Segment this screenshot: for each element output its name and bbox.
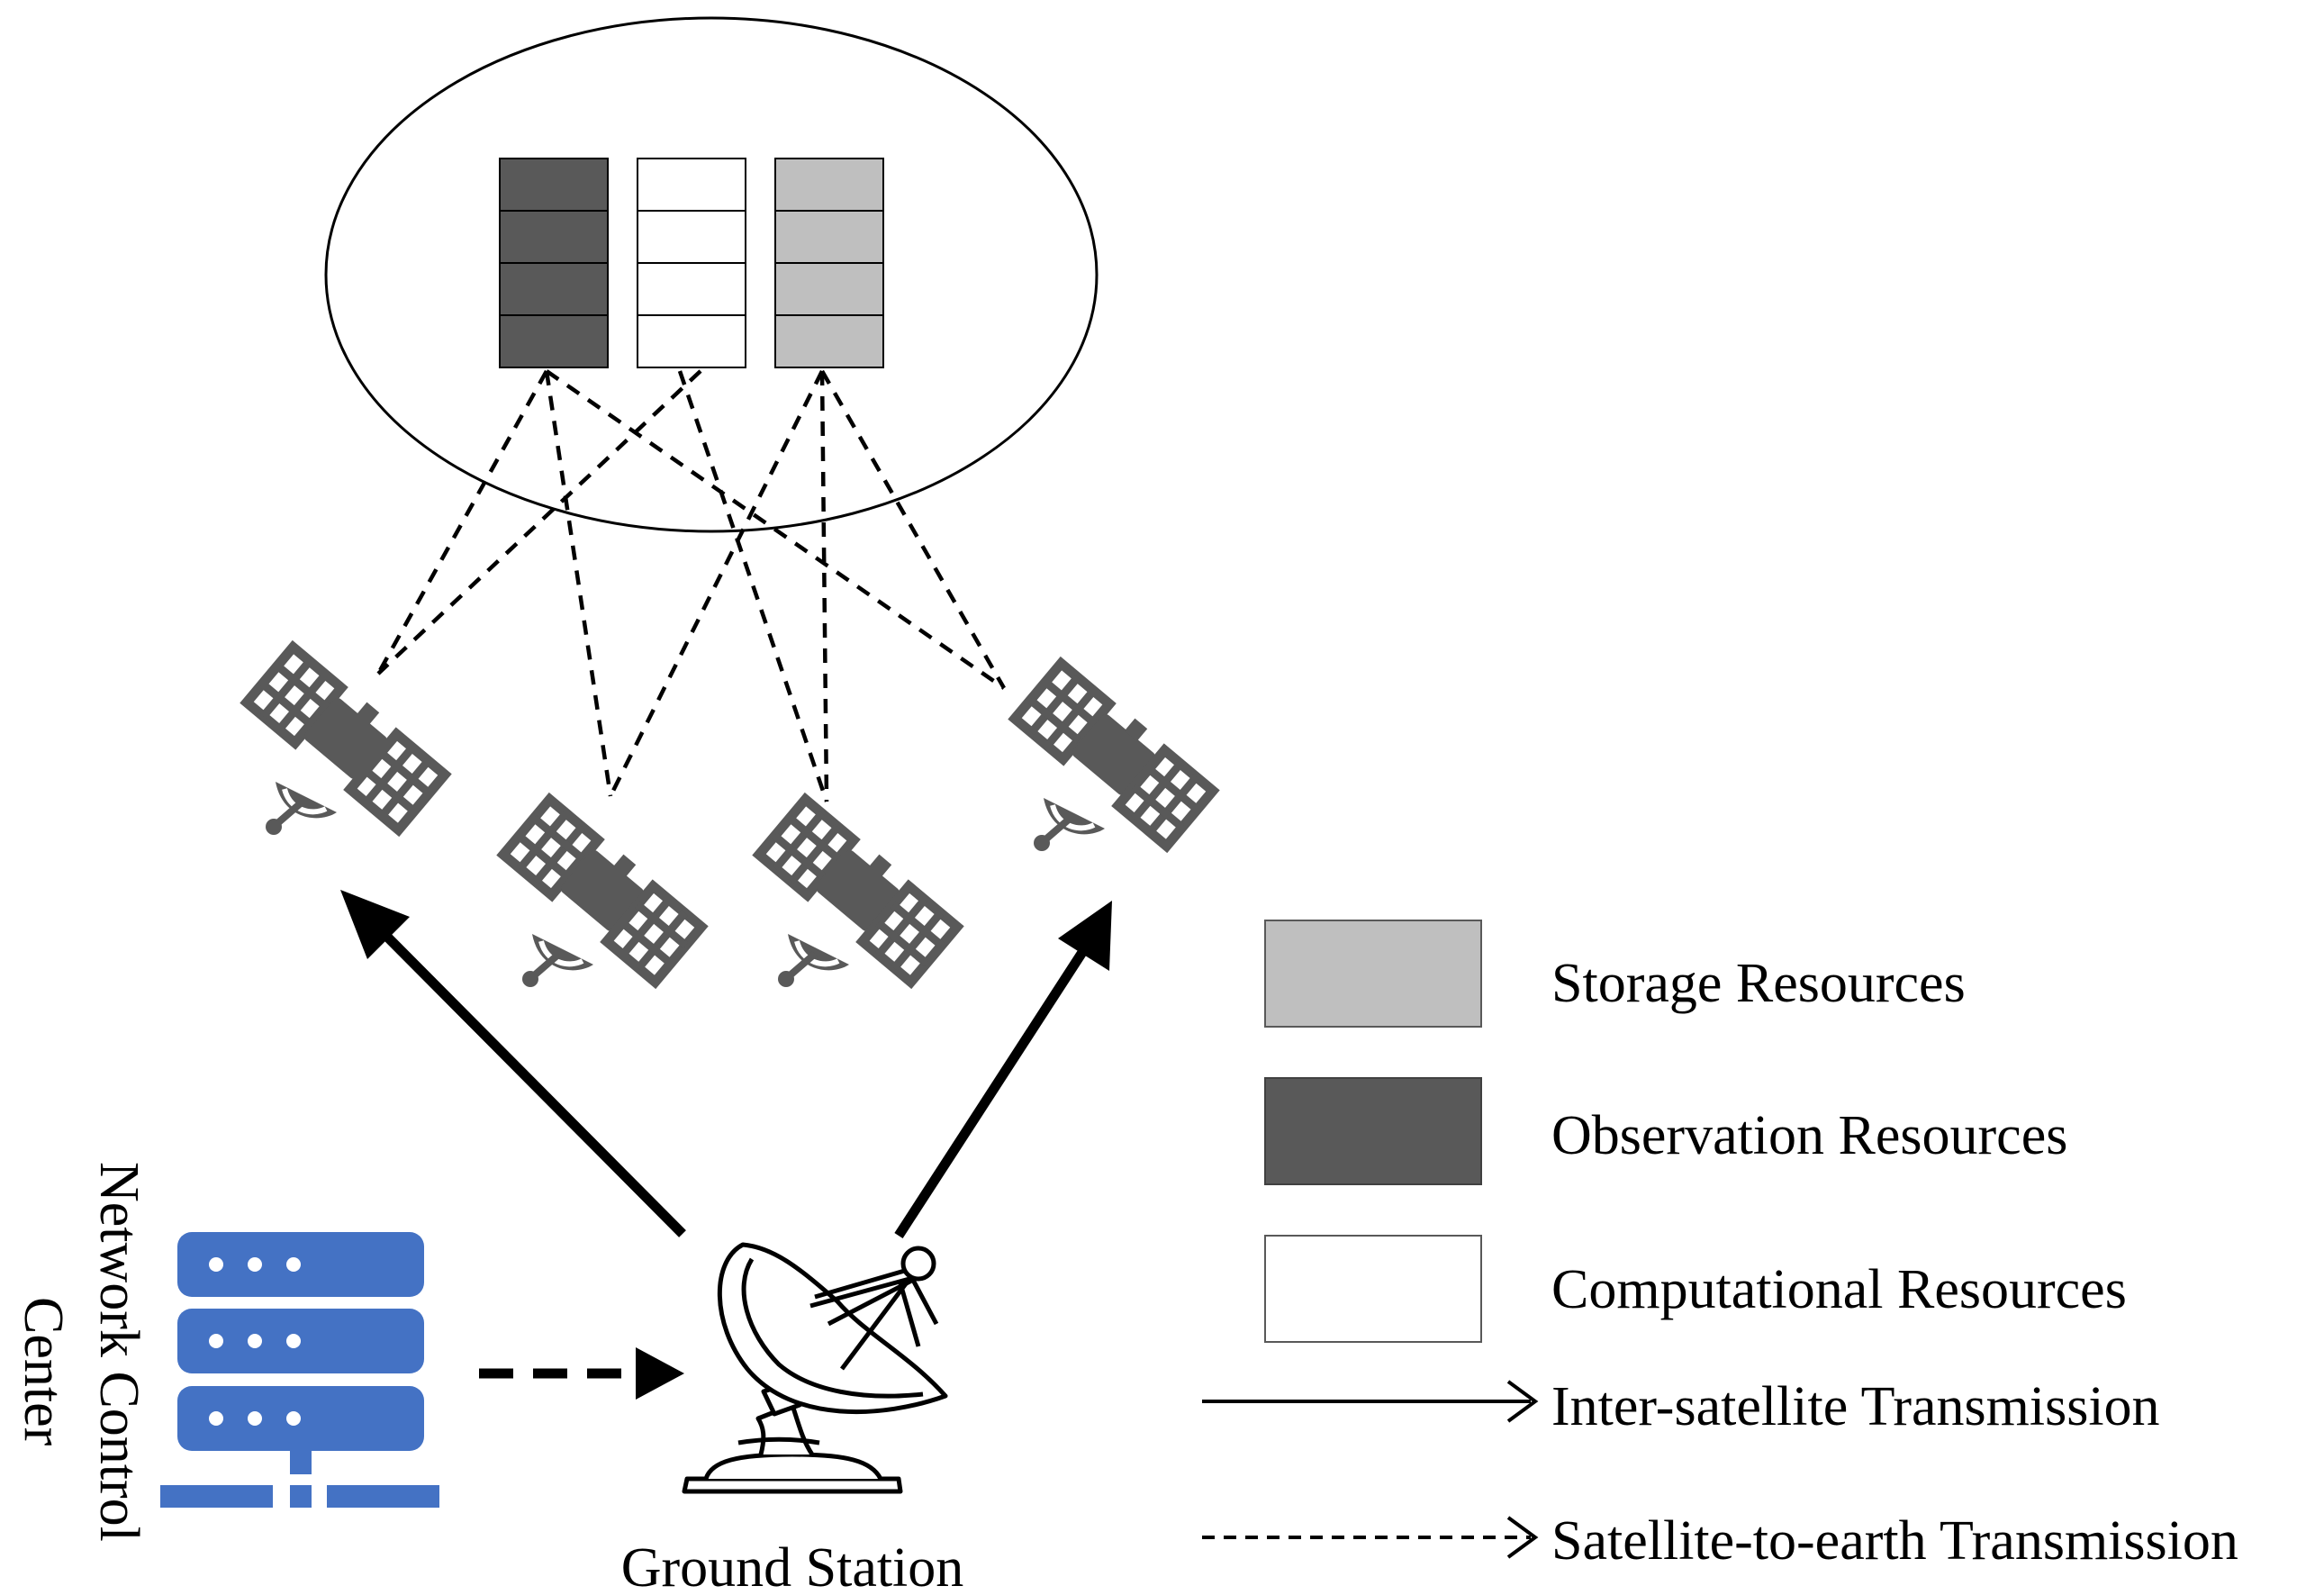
control-link-arrow bbox=[479, 1347, 684, 1400]
legend-observation-swatch bbox=[1264, 1077, 1482, 1185]
satellite-icon bbox=[1015, 659, 1216, 851]
ground-station-icon bbox=[682, 1242, 948, 1494]
legend-computational-label: Computational Resources bbox=[1551, 1259, 2127, 1320]
legend-computational-swatch bbox=[1264, 1235, 1482, 1343]
legend-inter-satellite-label: Inter-satellite Transmission bbox=[1551, 1376, 2160, 1437]
satellite-icon bbox=[247, 643, 448, 835]
legend-inter-satellite-line bbox=[1202, 1380, 1539, 1423]
computational-resource-stack bbox=[637, 158, 746, 368]
legend: Storage Resources Observation Resources … bbox=[1202, 920, 2238, 1572]
observation-resource-stack bbox=[499, 158, 609, 368]
network-control-center-label: Network Control Center bbox=[13, 1162, 149, 1542]
satellite-icon bbox=[503, 795, 705, 987]
resource-pool-ellipse bbox=[324, 16, 1099, 533]
storage-resource-stack bbox=[774, 158, 884, 368]
legend-storage-swatch bbox=[1264, 920, 1482, 1028]
svg-text:Network Control: Network Control bbox=[88, 1162, 149, 1542]
legend-storage-label: Storage Resources bbox=[1551, 953, 1966, 1014]
ground-station-label: Ground Station bbox=[621, 1537, 964, 1595]
svg-text:Center: Center bbox=[13, 1297, 74, 1446]
legend-satellite-to-earth-label: Satellite-to-earth Transmission bbox=[1551, 1510, 2238, 1572]
satellite-to-earth-links bbox=[376, 369, 1006, 802]
legend-satellite-to-earth-line bbox=[1202, 1516, 1539, 1559]
server-icon bbox=[160, 1232, 439, 1508]
legend-observation-label: Observation Resources bbox=[1551, 1105, 2067, 1166]
satellite-icon bbox=[759, 795, 961, 987]
inter-satellite-arrows bbox=[340, 890, 1112, 1238]
